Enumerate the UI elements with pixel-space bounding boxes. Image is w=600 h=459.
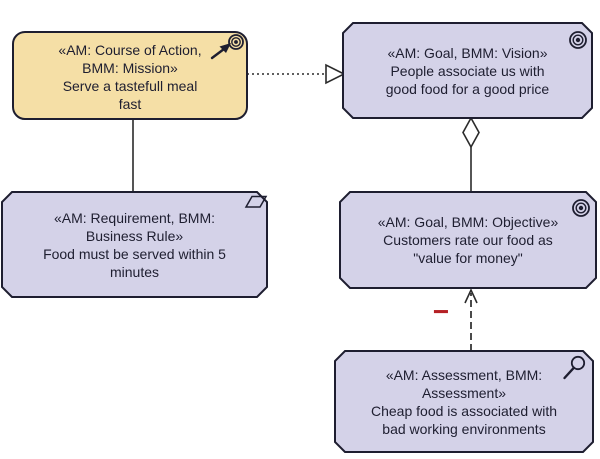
influence-connector[interactable]: − [433,288,478,351]
node-requirement[interactable] [1,191,268,298]
realization-connector[interactable] [247,63,346,85]
influence-open-arrowhead [464,288,478,304]
aggregation-connector[interactable] [462,116,480,192]
node-assessment[interactable] [334,350,594,453]
goal-target-icon [569,31,587,49]
node-goal-objective[interactable] [339,191,597,289]
influence-negative-label: − [433,296,449,327]
course-of-action-icon [210,34,244,60]
node-goal-vision[interactable] [342,22,593,119]
realization-triangle-arrowhead [325,63,346,85]
goal-target-icon [572,199,590,217]
requirement-parallelogram-icon [244,195,268,208]
node-course-of-action[interactable] [12,31,248,120]
aggregation-diamond [462,116,480,149]
assessment-magnifier-icon [563,355,586,380]
